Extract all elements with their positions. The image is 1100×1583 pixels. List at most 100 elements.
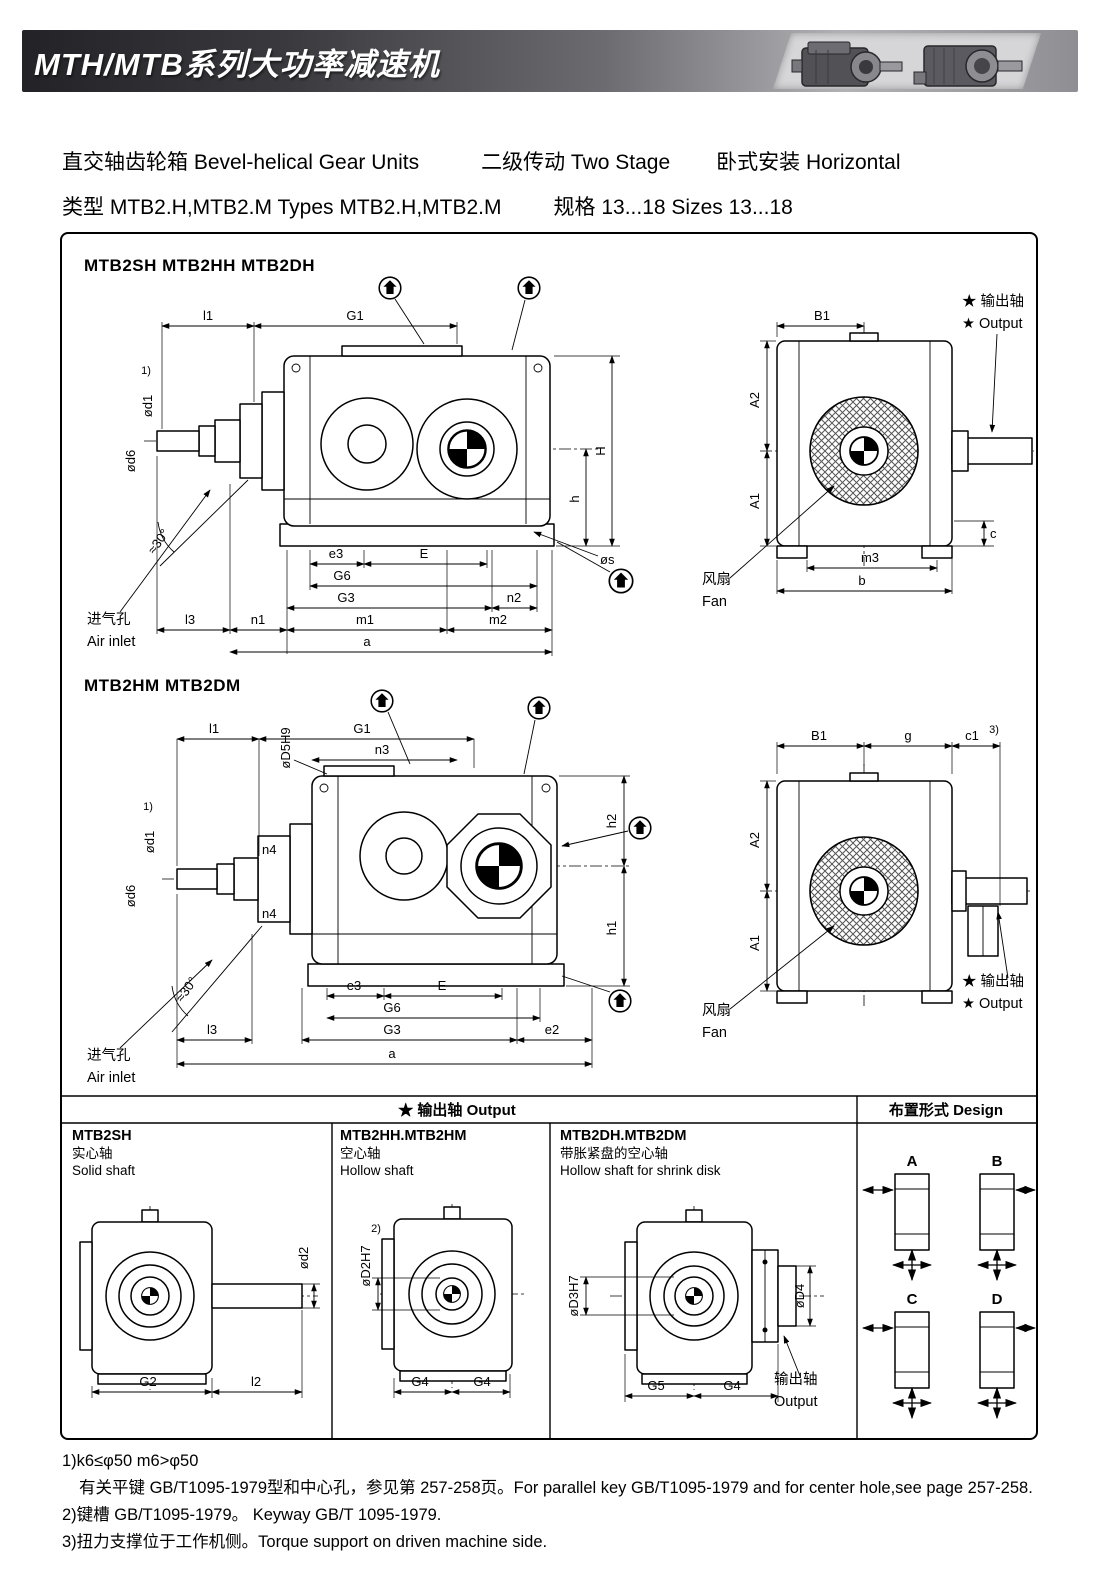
dim-l1: l1 [209,721,219,736]
dim-D5H9: øD5H9 [278,727,293,768]
dim-m2: m2 [489,612,507,627]
dim-e3: e3 [329,546,343,561]
fan-label-cn: 风扇 [702,1002,731,1019]
dim-c1: c1 [965,728,979,743]
dim-D4: øD4 [792,1284,807,1309]
dim-A1: A1 [747,493,762,509]
dim-e2: e2 [545,1022,559,1037]
dim-G4-right: G4 [473,1374,490,1389]
output-shaft-label-en: ★ Output [962,996,1023,1012]
dim-h2: h2 [604,814,619,828]
dim-d1: ød1 [142,831,157,853]
section1-title: MTB2SH MTB2HH MTB2DH [84,256,315,275]
dim-E: E [420,546,429,561]
oil-level-plug-icon [628,816,652,840]
footnote-ref-1: 1) [143,801,153,813]
fan-center-mark [849,436,879,466]
dim-G1: G1 [346,308,363,323]
dim-G1: G1 [353,721,370,736]
dim-s: øs [600,552,615,567]
dim-l1: l1 [203,308,213,323]
cell1-model: MTB2SH [72,1128,132,1144]
design-D-label: D [992,1291,1003,1308]
design-C-label: C [907,1291,918,1308]
intro-text: 直交轴齿轮箱 Bevel-helical Gear Units 二级传动 Two… [62,146,901,236]
design-arrangements: A B C D [861,1153,1036,1420]
cell1-en: Solid shaft [72,1163,135,1178]
vent-plug-icon [378,276,402,300]
dim-A2: A2 [747,832,762,848]
drawing2-end-view: B1 g c1 3) A2 A1 ★ 输出轴 ★ Output 风扇 Fan [702,724,1030,1041]
cell2-cn: 空心轴 [340,1146,381,1161]
dim-l3: l3 [207,1022,217,1037]
intro-line-2: 类型 MTB2.H,MTB2.M Types MTB2.H,MTB2.M 规格 … [62,191,901,221]
intro-gear-type: 直交轴齿轮箱 Bevel-helical Gear Units [62,151,420,174]
footnote-2: 2)键槽 GB/T1095-1979。 Keyway GB/T 1095-197… [62,1506,442,1524]
drain-plug-icon [608,989,632,1013]
technical-drawings: ★ 输出轴 Output 布置形式 Design [62,276,1036,1438]
vent-plug-icon [370,689,394,713]
dim-n2: n2 [507,590,521,605]
fan-label-en: Fan [702,1025,727,1041]
dim-d2: ød2 [296,1247,311,1269]
footnote-ref-2: 2) [371,1223,381,1235]
gear-housing-base [279,523,555,547]
page-title: MTH/MTB系列大功率减速机 [34,47,440,82]
dim-h1: h1 [604,921,619,935]
cell3-cn: 带胀紧盘的空心轴 [560,1145,668,1161]
design-C-box [894,1311,930,1389]
design-B-box [979,1173,1015,1251]
dim-G6: G6 [333,568,350,583]
dim-n1: n1 [251,612,265,627]
drain-plug-icon [608,568,634,594]
dim-B1: B1 [814,308,830,323]
output-shaft-label-en: ★ Output [962,316,1023,332]
oil-plug-icon [517,276,541,300]
output-shaft-label-cn: ★ 输出轴 [962,293,1024,310]
solid-output-shaft [211,1283,303,1309]
output-header: ★ 输出轴 Output [398,1101,515,1119]
dim-l3: l3 [185,612,195,627]
product-photo-2 [913,45,1023,87]
design-A-box [894,1173,930,1251]
footnote-ref-3: 3) [989,724,999,736]
dim-A2: A2 [747,392,762,408]
air-inlet-label-en: Air inlet [87,634,135,650]
footnote-1: 1)k6≤φ50 m6>φ50 [62,1452,199,1470]
dim-D2H7: øD2H7 [358,1245,373,1286]
dim-B1: B1 [811,728,827,743]
cell3-en: Hollow shaft for shrink disk [560,1163,721,1178]
air-inlet-label-cn: 进气孔 [87,611,131,628]
input-shaft [156,391,285,491]
air-inlet-label-en: Air inlet [87,1070,135,1086]
shaft-center-mark [475,842,523,890]
dimension-lines [156,323,615,655]
dim-n4-upper: n4 [262,842,276,857]
intro-types: 类型 MTB2.H,MTB2.M Types MTB2.H,MTB2.M [62,196,502,219]
angle-label: ≈30° [144,526,172,557]
intro-line-1: 直交轴齿轮箱 Bevel-helical Gear Units 二级传动 Two… [62,146,901,176]
dim-g: g [904,728,911,743]
fan-center-mark [849,876,879,906]
dim-G6: G6 [383,1000,400,1015]
drawing1-side-view: l1 G1 H h ød1 1) ød6 e3 E G6 G3 n2 l3 n1… [87,276,634,656]
section2-title: MTB2HM MTB2DM [84,676,241,695]
dim-l2: l2 [251,1374,261,1389]
product-photo-1 [791,41,903,87]
footnote-ref-1: 1) [141,365,151,377]
cell-hollow-shaft: MTB2HH.MTB2HM 空心轴 Hollow shaft øD2H7 [340,1128,524,1398]
cell2-en: Hollow shaft [340,1163,414,1178]
dim-G4: G4 [723,1378,740,1393]
dim-a: a [388,1046,396,1061]
dim-G2: G2 [139,1374,156,1389]
dimension-lines [176,736,627,1067]
oil-plug-icon [527,696,551,720]
dim-m3: m3 [861,550,879,565]
footnote-1b: 有关平键 GB/T1095-1979型和中心孔，参见第 257-258页。For… [79,1479,1033,1497]
drawing1-end-view: B1 A2 A1 c m3 b ★ 输出轴 ★ Output 风扇 Fan [702,293,1034,610]
dim-n4-lower: n4 [262,906,276,921]
dim-G4-left: G4 [411,1374,428,1389]
intro-sizes: 规格 13...18 Sizes 13...18 [553,196,793,219]
dim-G3: G3 [337,590,354,605]
cell2-model: MTB2HH.MTB2HM [340,1128,466,1144]
